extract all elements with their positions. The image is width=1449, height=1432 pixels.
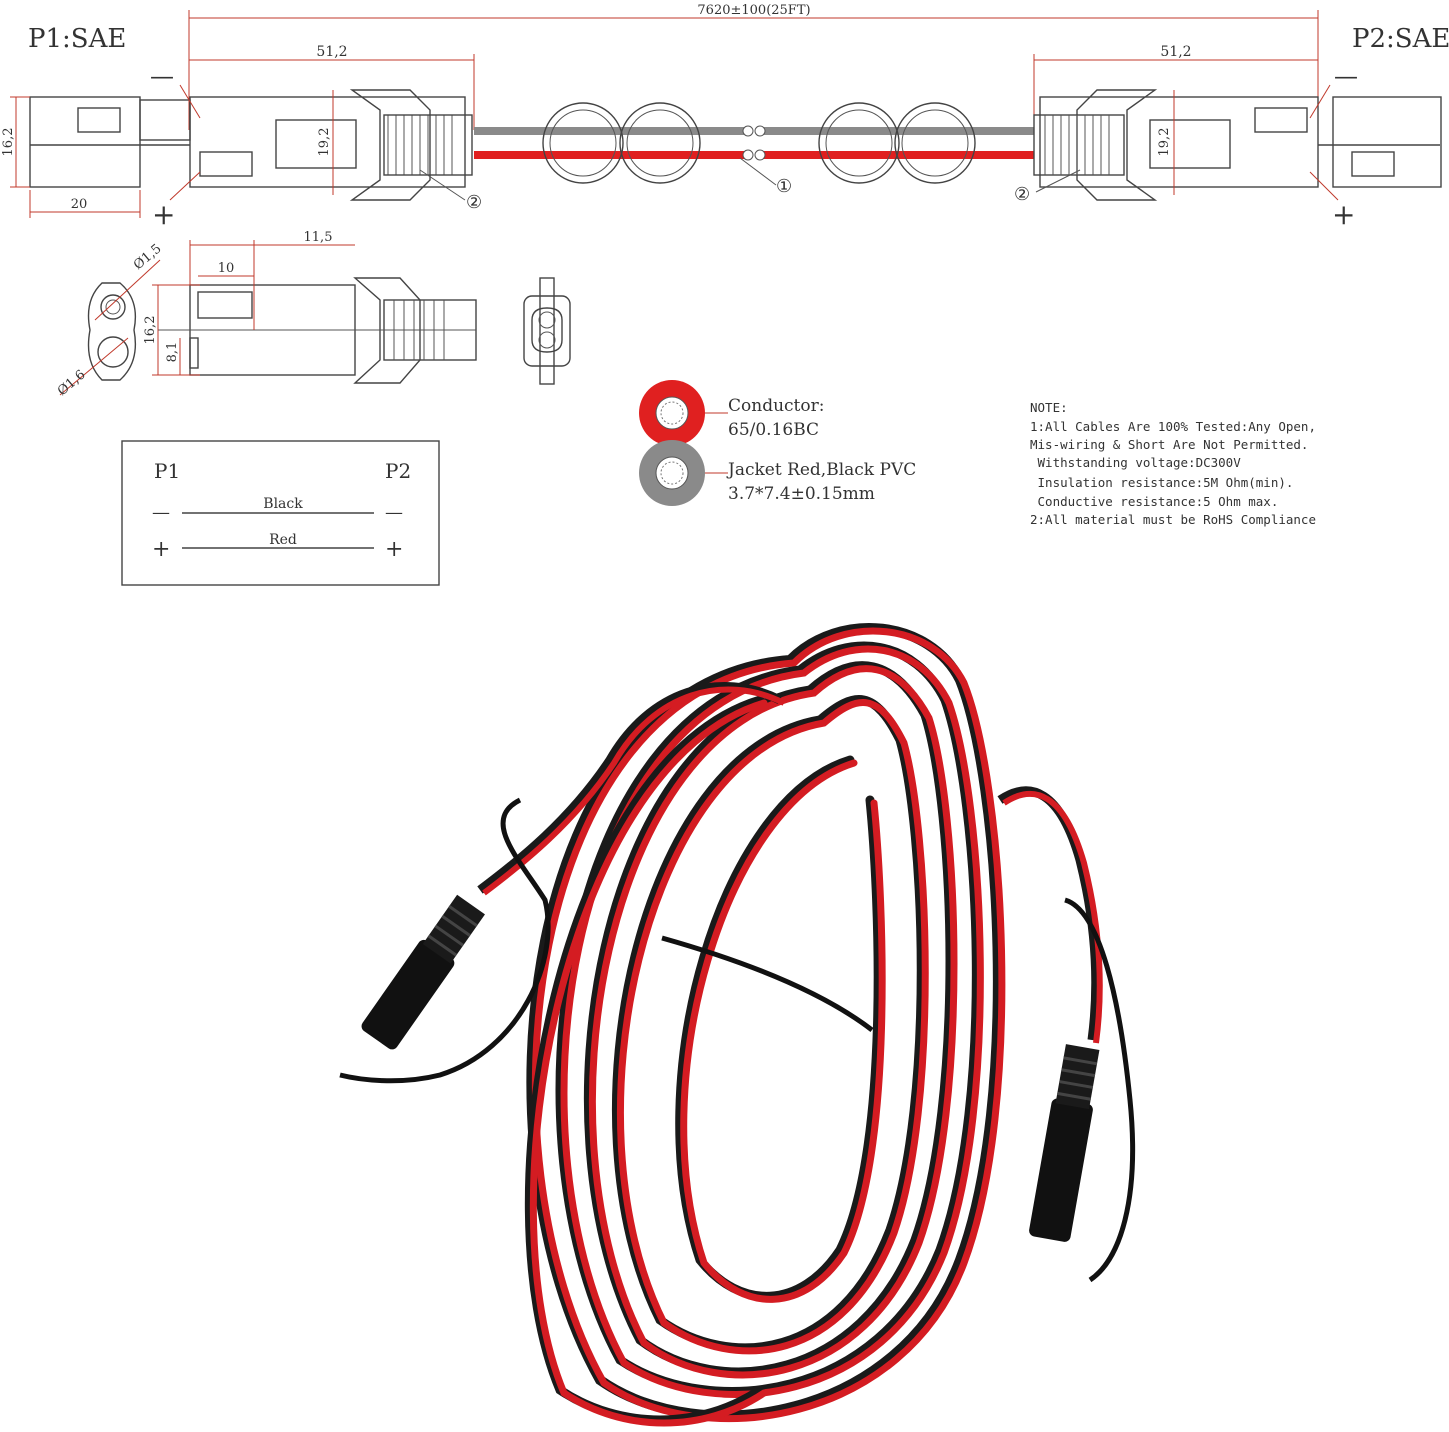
connector-detail: Ø1,5 Ø1,6 11,5 10 16,2 8,1	[55, 230, 571, 399]
wiring-row1-label: Black	[263, 496, 303, 512]
left-plug-width-label: 20	[71, 197, 88, 212]
jacket-value: 3.7*7.4±0.15mm	[728, 484, 875, 504]
right-connector: 19,2 — + ②	[1014, 62, 1442, 231]
notes-line-5: Conductive resistance:5 Ohm max.	[1030, 494, 1278, 509]
detail-height-label: 16,2	[143, 316, 158, 345]
left-boot-ribs	[387, 115, 453, 175]
detail-half-height-label: 8,1	[165, 342, 180, 363]
right-length-dimension: 51,2	[1033, 44, 1318, 130]
hole-bottom-label: Ø1,6	[55, 367, 89, 399]
wiring-row1-left: —	[152, 502, 170, 523]
wiring-row1-right: —	[385, 502, 403, 523]
wiring-row2-label: Red	[269, 532, 297, 548]
coiled-cable-photo	[339, 622, 1136, 1427]
notes-line-6: 2:All material must be RoHS Compliance	[1030, 512, 1316, 527]
conductor-label: Conductor:	[728, 396, 824, 416]
conductor-value: 65/0.16BC	[728, 420, 819, 440]
notes-block: NOTE: 1:All Cables Are 100% Tested:Any O…	[1030, 400, 1316, 527]
left-connector: 16,2 20 19,2 — + ②	[1, 62, 482, 231]
wiring-table: P1 P2 — Black — + Red +	[121, 440, 440, 586]
notes-line-3: Withstanding voltage:DC300V	[1030, 455, 1241, 470]
cable-callout-1: ①	[776, 176, 792, 197]
notes-line-2: Mis-wiring & Short Are Not Permitted.	[1030, 437, 1308, 452]
left-plus-sign: +	[152, 198, 175, 231]
right-minus-sign: —	[1334, 62, 1358, 90]
right-length-label: 51,2	[1160, 44, 1191, 60]
cable-middle: ①	[474, 102, 1034, 197]
left-boot-height-label: 19,2	[317, 128, 332, 157]
overall-length-label: 7620±100(25FT)	[697, 3, 810, 18]
notes-line-1: 1:All Cables Are 100% Tested:Any Open,	[1030, 419, 1316, 434]
detail-length-label: 11,5	[304, 230, 333, 245]
left-minus-sign: —	[150, 62, 174, 90]
detail-pin-label: 10	[218, 261, 235, 276]
right-plus-sign: +	[1332, 198, 1355, 231]
p2-title: P2:SAE	[1352, 24, 1449, 54]
cable-cross-section: Conductor: 65/0.16BC Jacket Red,Black PV…	[639, 380, 916, 506]
wiring-p2-label: P2	[385, 459, 411, 483]
notes-line-4: Insulation resistance:5M Ohm(min).	[1030, 475, 1293, 490]
right-callout-2: ②	[1014, 184, 1030, 205]
jacket-label: Jacket Red,Black PVC	[726, 460, 916, 480]
overall-length-dimension: 7620±100(25FT)	[188, 3, 1319, 130]
left-length-label: 51,2	[316, 44, 347, 60]
right-boot-ribs	[1044, 115, 1110, 175]
notes-title: NOTE:	[1030, 400, 1068, 415]
wiring-row2-right: +	[385, 537, 403, 562]
left-length-dimension: 51,2	[189, 44, 475, 130]
left-callout-2: ②	[466, 192, 482, 213]
left-height-label: 16,2	[1, 128, 16, 157]
hole-top-label: Ø1,5	[131, 241, 165, 273]
wiring-p1-label: P1	[154, 459, 180, 483]
right-boot-height-label: 19,2	[1157, 128, 1172, 157]
wiring-row2-left: +	[152, 537, 170, 562]
p1-title: P1:SAE	[28, 24, 126, 54]
